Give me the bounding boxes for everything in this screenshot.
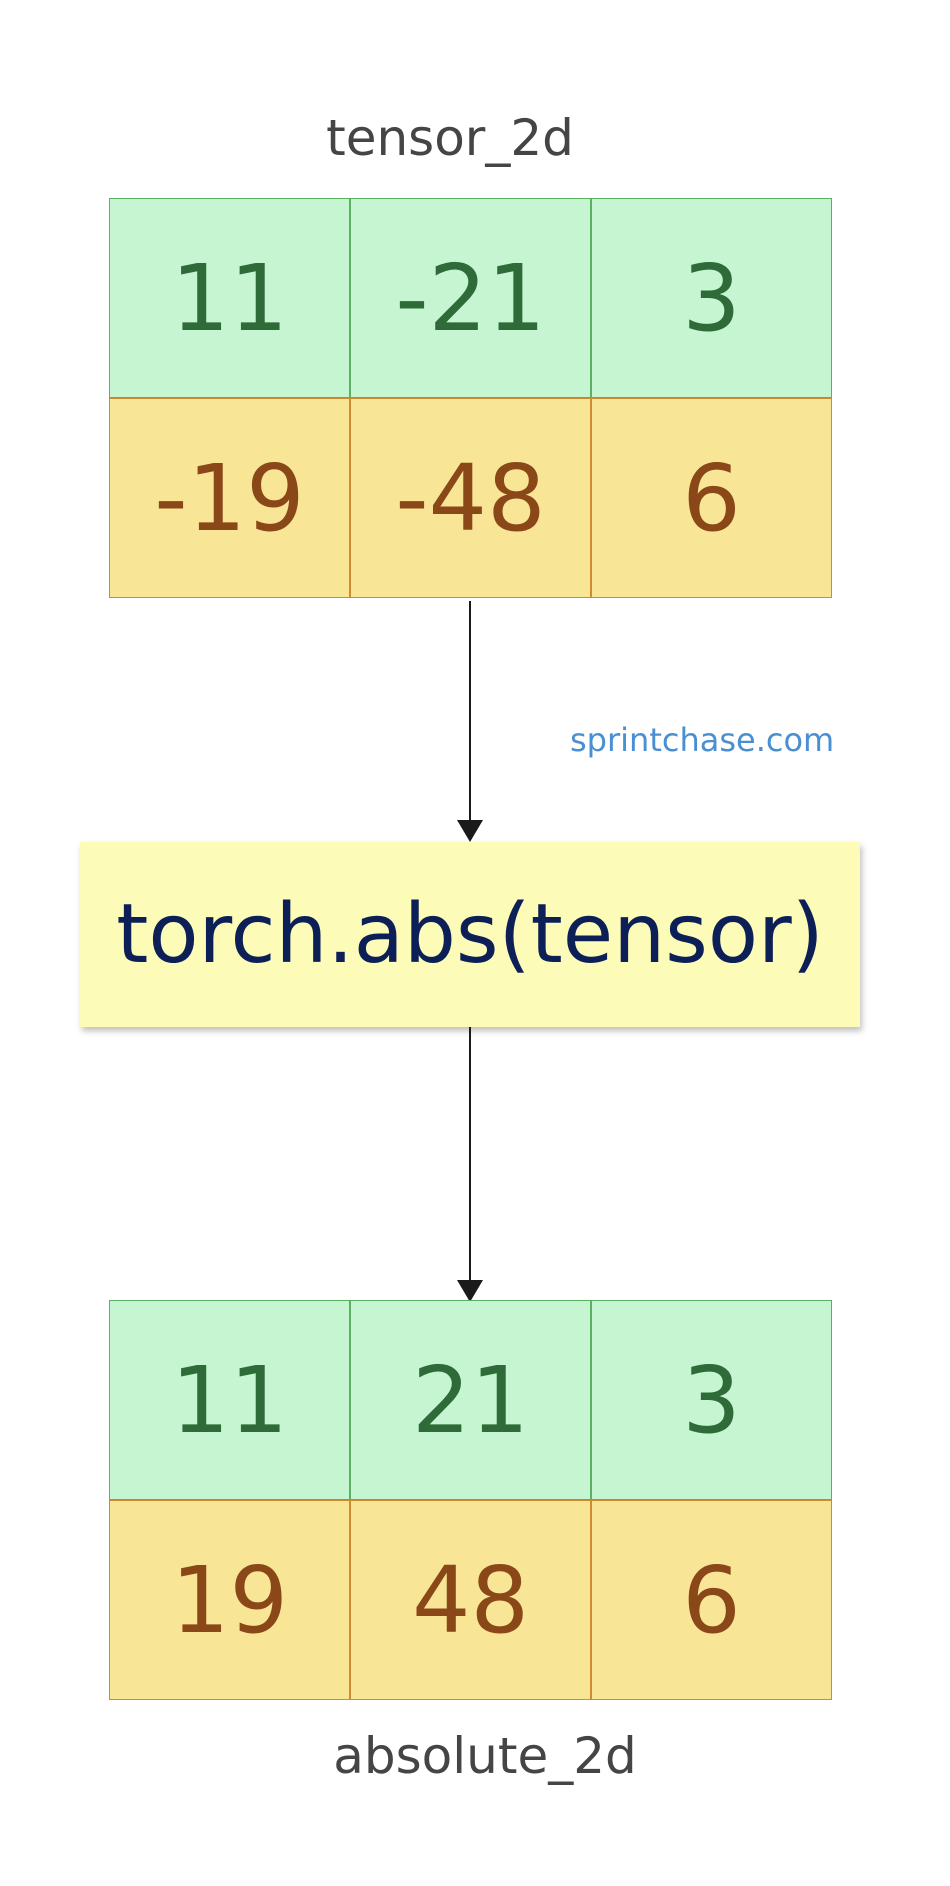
- input-cell-0-1: -21: [350, 198, 591, 398]
- arrow-input-to-function-head: [457, 820, 483, 842]
- input-cell-1-1: -48: [350, 398, 591, 598]
- function-box: torch.abs(tensor): [80, 842, 860, 1027]
- output-tensor-grid: 11 21 3 19 48 6: [109, 1300, 832, 1703]
- input-cell-1-2: 6: [591, 398, 832, 598]
- output-cell-0-2: 3: [591, 1300, 832, 1500]
- output-tensor-label: absolute_2d: [333, 1727, 637, 1785]
- input-cell-0-2: 3: [591, 198, 832, 398]
- output-cell-0-1: 21: [350, 1300, 591, 1500]
- input-tensor-label: tensor_2d: [326, 109, 574, 167]
- watermark-text: sprintchase.com: [570, 721, 835, 759]
- output-cell-1-0: 19: [109, 1500, 350, 1700]
- output-cell-1-1: 48: [350, 1500, 591, 1700]
- arrow-function-to-output-line: [469, 1027, 471, 1280]
- input-cell-1-0: -19: [109, 398, 350, 598]
- output-cell-0-0: 11: [109, 1300, 350, 1500]
- input-cell-0-0: 11: [109, 198, 350, 398]
- input-tensor-grid: 11 -21 3 -19 -48 6: [109, 198, 832, 601]
- arrow-function-to-output-head: [457, 1280, 483, 1302]
- function-label: torch.abs(tensor): [116, 887, 824, 982]
- arrow-input-to-function-line: [469, 601, 471, 823]
- output-cell-1-2: 6: [591, 1500, 832, 1700]
